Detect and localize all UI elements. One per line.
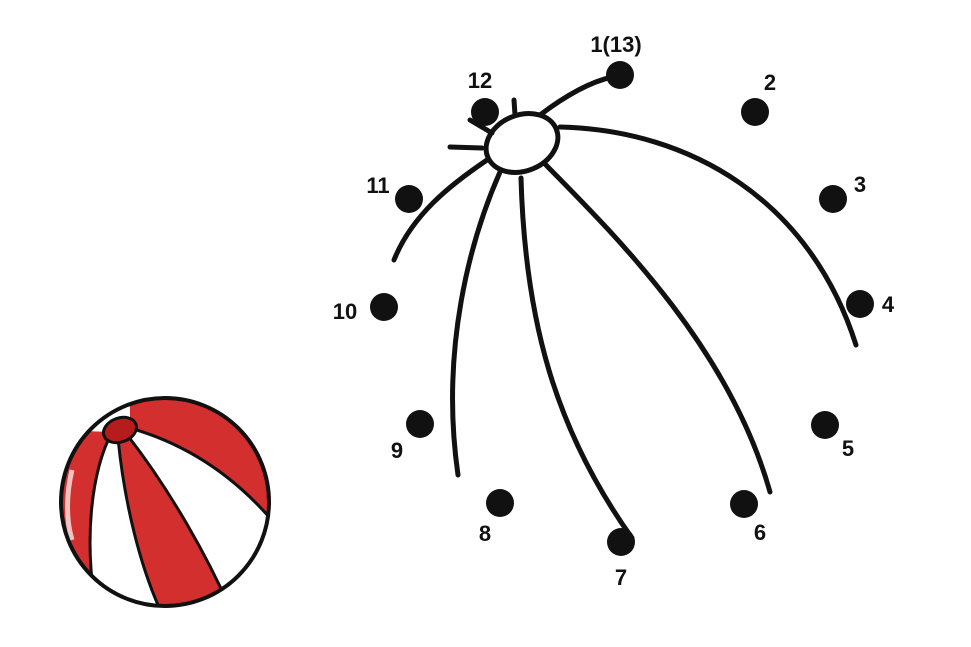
dot-marker[interactable] (730, 490, 758, 518)
dot-7[interactable]: 7 (607, 528, 635, 590)
dot-marker[interactable] (406, 410, 434, 438)
dot-number-label: 10 (333, 299, 357, 324)
dot-number-label: 8 (479, 521, 491, 546)
dot-marker[interactable] (819, 185, 847, 213)
dot-marker[interactable] (811, 411, 839, 439)
ball-cap (102, 415, 138, 445)
dot-number-label: 7 (615, 565, 627, 590)
dot-number-label: 11 (366, 173, 389, 198)
dot-3[interactable]: 3 (819, 172, 866, 213)
dot-marker[interactable] (741, 98, 769, 126)
dot-marker[interactable] (395, 185, 423, 213)
dot-marker[interactable] (370, 293, 398, 321)
ball-outline (59, 396, 271, 608)
dot-number-label: 2 (764, 70, 776, 95)
dot-number-label: 1(13) (590, 32, 641, 57)
dot-number-label: 6 (754, 520, 766, 545)
puzzle-guide-lines (391, 74, 859, 541)
puzzle-ball-cap (483, 111, 561, 175)
dot-1[interactable]: 1(13) (590, 32, 642, 89)
dot-8[interactable]: 8 (479, 489, 514, 546)
dot-number-label: 12 (468, 68, 492, 93)
beach-ball-reference-image (59, 396, 271, 608)
dot-marker[interactable] (471, 98, 499, 126)
dot-number-label: 4 (882, 292, 895, 317)
dot-11[interactable]: 11 (366, 173, 423, 213)
dot-6[interactable]: 6 (730, 490, 766, 545)
dot-number-label: 9 (391, 438, 403, 463)
dot-marker[interactable] (486, 489, 514, 517)
dot-marker[interactable] (607, 528, 635, 556)
dot-2[interactable]: 2 (741, 70, 776, 126)
dot-number-label: 3 (854, 172, 866, 197)
dot-number-label: 5 (842, 436, 854, 461)
dot-5[interactable]: 5 (811, 411, 854, 461)
dot-12[interactable]: 12 (468, 68, 499, 126)
dot-marker[interactable] (606, 61, 634, 89)
dot-marker[interactable] (846, 290, 874, 318)
dot-10[interactable]: 10 (333, 293, 398, 324)
dot-4[interactable]: 4 (846, 290, 895, 318)
puzzle-dots: 1(13) 2 3 4 5 6 7 8 9 10 11 12 (333, 32, 895, 590)
dot-9[interactable]: 9 (391, 410, 434, 463)
